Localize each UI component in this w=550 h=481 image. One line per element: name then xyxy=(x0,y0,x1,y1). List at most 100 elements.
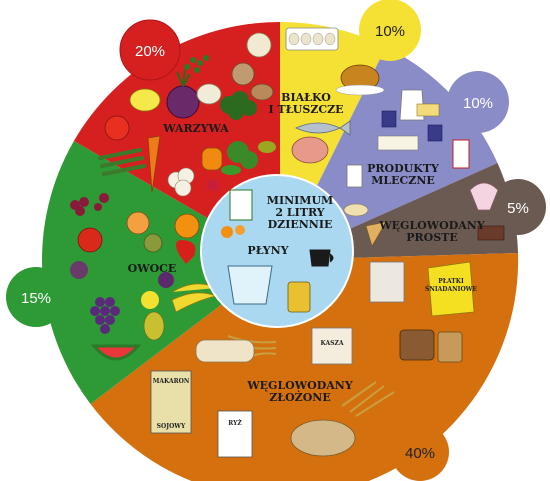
cauliflower-illustration xyxy=(167,167,195,197)
cereal-box-text-line2: ŚNIADANIOWE xyxy=(425,285,477,293)
yogurt-cup-left-illustration xyxy=(381,110,397,128)
simple-carbs-label-line2: PROSTE xyxy=(406,231,458,244)
bread-loaf-illustration xyxy=(195,339,255,363)
center-title: PŁYNY xyxy=(247,244,288,257)
pepper-illustration xyxy=(201,147,223,171)
complex-carbs-label-line2: ZŁOŻONE xyxy=(269,390,330,404)
wheat-sheaf-illustration xyxy=(341,381,395,417)
groats-bag-text: KASZA xyxy=(321,340,344,347)
juice-carton-illustration xyxy=(229,189,253,221)
juice-glass-illustration xyxy=(287,281,311,313)
raspberries-illustration xyxy=(70,193,109,216)
garlic-illustration xyxy=(246,32,272,58)
bubble-complex-carbs xyxy=(391,423,449,481)
beetroot-illustration xyxy=(166,85,200,119)
rice-box-illustration xyxy=(217,410,253,458)
round-loaf-illustration xyxy=(290,419,356,457)
pea-pod-illustration xyxy=(221,165,241,175)
olives-illustration xyxy=(258,141,276,153)
mushroom-illustration xyxy=(231,62,255,86)
fruits-label: OWOCE xyxy=(128,262,177,275)
percent-dairy: 10% xyxy=(463,95,493,112)
butter-illustration xyxy=(377,135,419,151)
rice-box-text: RYŻ xyxy=(228,420,242,427)
complex-carbs-illustrations: PŁATKI ŚNIADANIOWE KASZA MAKARON SOJOWY … xyxy=(150,261,477,458)
milk-carton-illustration xyxy=(452,139,470,169)
onion-illustration xyxy=(196,83,222,105)
percent-complex-carbs: 40% xyxy=(405,445,435,462)
tomato-illustration xyxy=(104,115,130,141)
percent-simple-carbs: 5% xyxy=(507,200,529,217)
protein-label-line2: I TŁUSZCZE xyxy=(268,103,343,116)
dark-bread-illustration xyxy=(399,329,435,361)
kiwi-illustration xyxy=(143,233,163,253)
center-text-line2: 2 LITRY xyxy=(275,206,324,219)
orange-illustration xyxy=(174,213,200,239)
grapes-illustration xyxy=(90,297,120,334)
simple-carbs-label-line1: WĘGLOWODANY xyxy=(378,219,485,232)
beans-illustration xyxy=(98,148,146,176)
bread-slices-illustration xyxy=(437,331,463,363)
plate-illustration xyxy=(335,84,385,96)
cheese-illustration xyxy=(416,103,440,117)
percent-vegetables: 20% xyxy=(135,43,165,60)
dairy-illustrations: PRODUKTY MLECZNE xyxy=(346,89,470,188)
coffee-cup-illustration xyxy=(309,249,334,267)
strawberry-illustration xyxy=(176,240,196,264)
drink-carton-illustration xyxy=(346,164,363,188)
yogurt-cup-right-illustration xyxy=(427,124,443,142)
ice-cream-sundae-illustration xyxy=(469,182,499,211)
cereal-box-illustration xyxy=(427,261,475,317)
vegetables-illustrations: WARZYWA xyxy=(98,32,276,197)
cake-slice-illustration xyxy=(477,225,505,241)
apple-illustration xyxy=(77,227,103,253)
fig-illustration xyxy=(70,261,88,279)
lemon-illustration xyxy=(129,88,161,112)
bubble-protein xyxy=(359,0,421,61)
bubble-dairy xyxy=(447,71,509,133)
flour-bag-illustration xyxy=(369,261,405,303)
lettuce-illustration xyxy=(227,141,258,169)
plum-illustration xyxy=(158,272,174,288)
cookie-illustration xyxy=(343,203,369,217)
fish-illustration xyxy=(295,120,351,136)
vegetables-label: WARZYWA xyxy=(162,122,229,135)
peas-illustration xyxy=(184,55,209,73)
bubble-simple-carbs xyxy=(490,179,546,235)
water-glass-illustration xyxy=(227,265,273,305)
dairy-label-line2: MLECZNE xyxy=(371,174,435,187)
pasta-box-text-line1: MAKARON xyxy=(153,378,190,385)
fruits-illustrations: OWOCE xyxy=(70,193,218,361)
percentage-bubbles: 20% 10% 10% 5% 40% 15% xyxy=(6,0,546,481)
cereal-box-text-line1: PŁATKI xyxy=(438,278,464,285)
percent-fruits: 15% xyxy=(21,290,51,307)
percent-protein: 10% xyxy=(375,23,405,40)
beetroot-leaves-illustration xyxy=(176,69,191,87)
lemon-fruit-illustration xyxy=(141,291,159,309)
orange-juice-glass-illustration xyxy=(221,226,233,238)
watermelon-illustration xyxy=(90,344,142,361)
protein-label-line1: BIAŁKO xyxy=(281,91,331,104)
bubble-fruits xyxy=(6,267,66,327)
pear-illustration xyxy=(143,311,165,341)
complex-carbs-label-line1: WĘGLOWODANY xyxy=(246,379,353,392)
bubble-vegetables xyxy=(119,19,181,81)
ice-cream-cone-illustration xyxy=(365,221,387,247)
simple-carbs-illustrations: WĘGLOWODANY PROSTE xyxy=(343,182,505,247)
pasta-box-text-line2: SOJOWY xyxy=(157,423,186,430)
radish-illustration xyxy=(207,179,219,191)
protein-illustrations: BIAŁKO I TŁUSZCZE xyxy=(268,27,385,164)
center-text-line1: MINIMUM xyxy=(267,194,333,207)
groats-bag-illustration xyxy=(311,327,353,365)
center-text-line3: DZIENNIE xyxy=(268,218,333,231)
eggs-illustration xyxy=(285,27,339,51)
dairy-label-line1: PRODUKTY xyxy=(367,162,439,175)
ham-illustration xyxy=(291,136,329,164)
carrot-illustration xyxy=(147,135,161,193)
broccoli-illustration xyxy=(220,91,257,120)
segment-complex-carbs xyxy=(90,253,519,481)
center-fluids: MINIMUM 2 LITRY DZIENNIE PŁYNY xyxy=(200,174,354,328)
potato-illustration xyxy=(250,83,274,101)
